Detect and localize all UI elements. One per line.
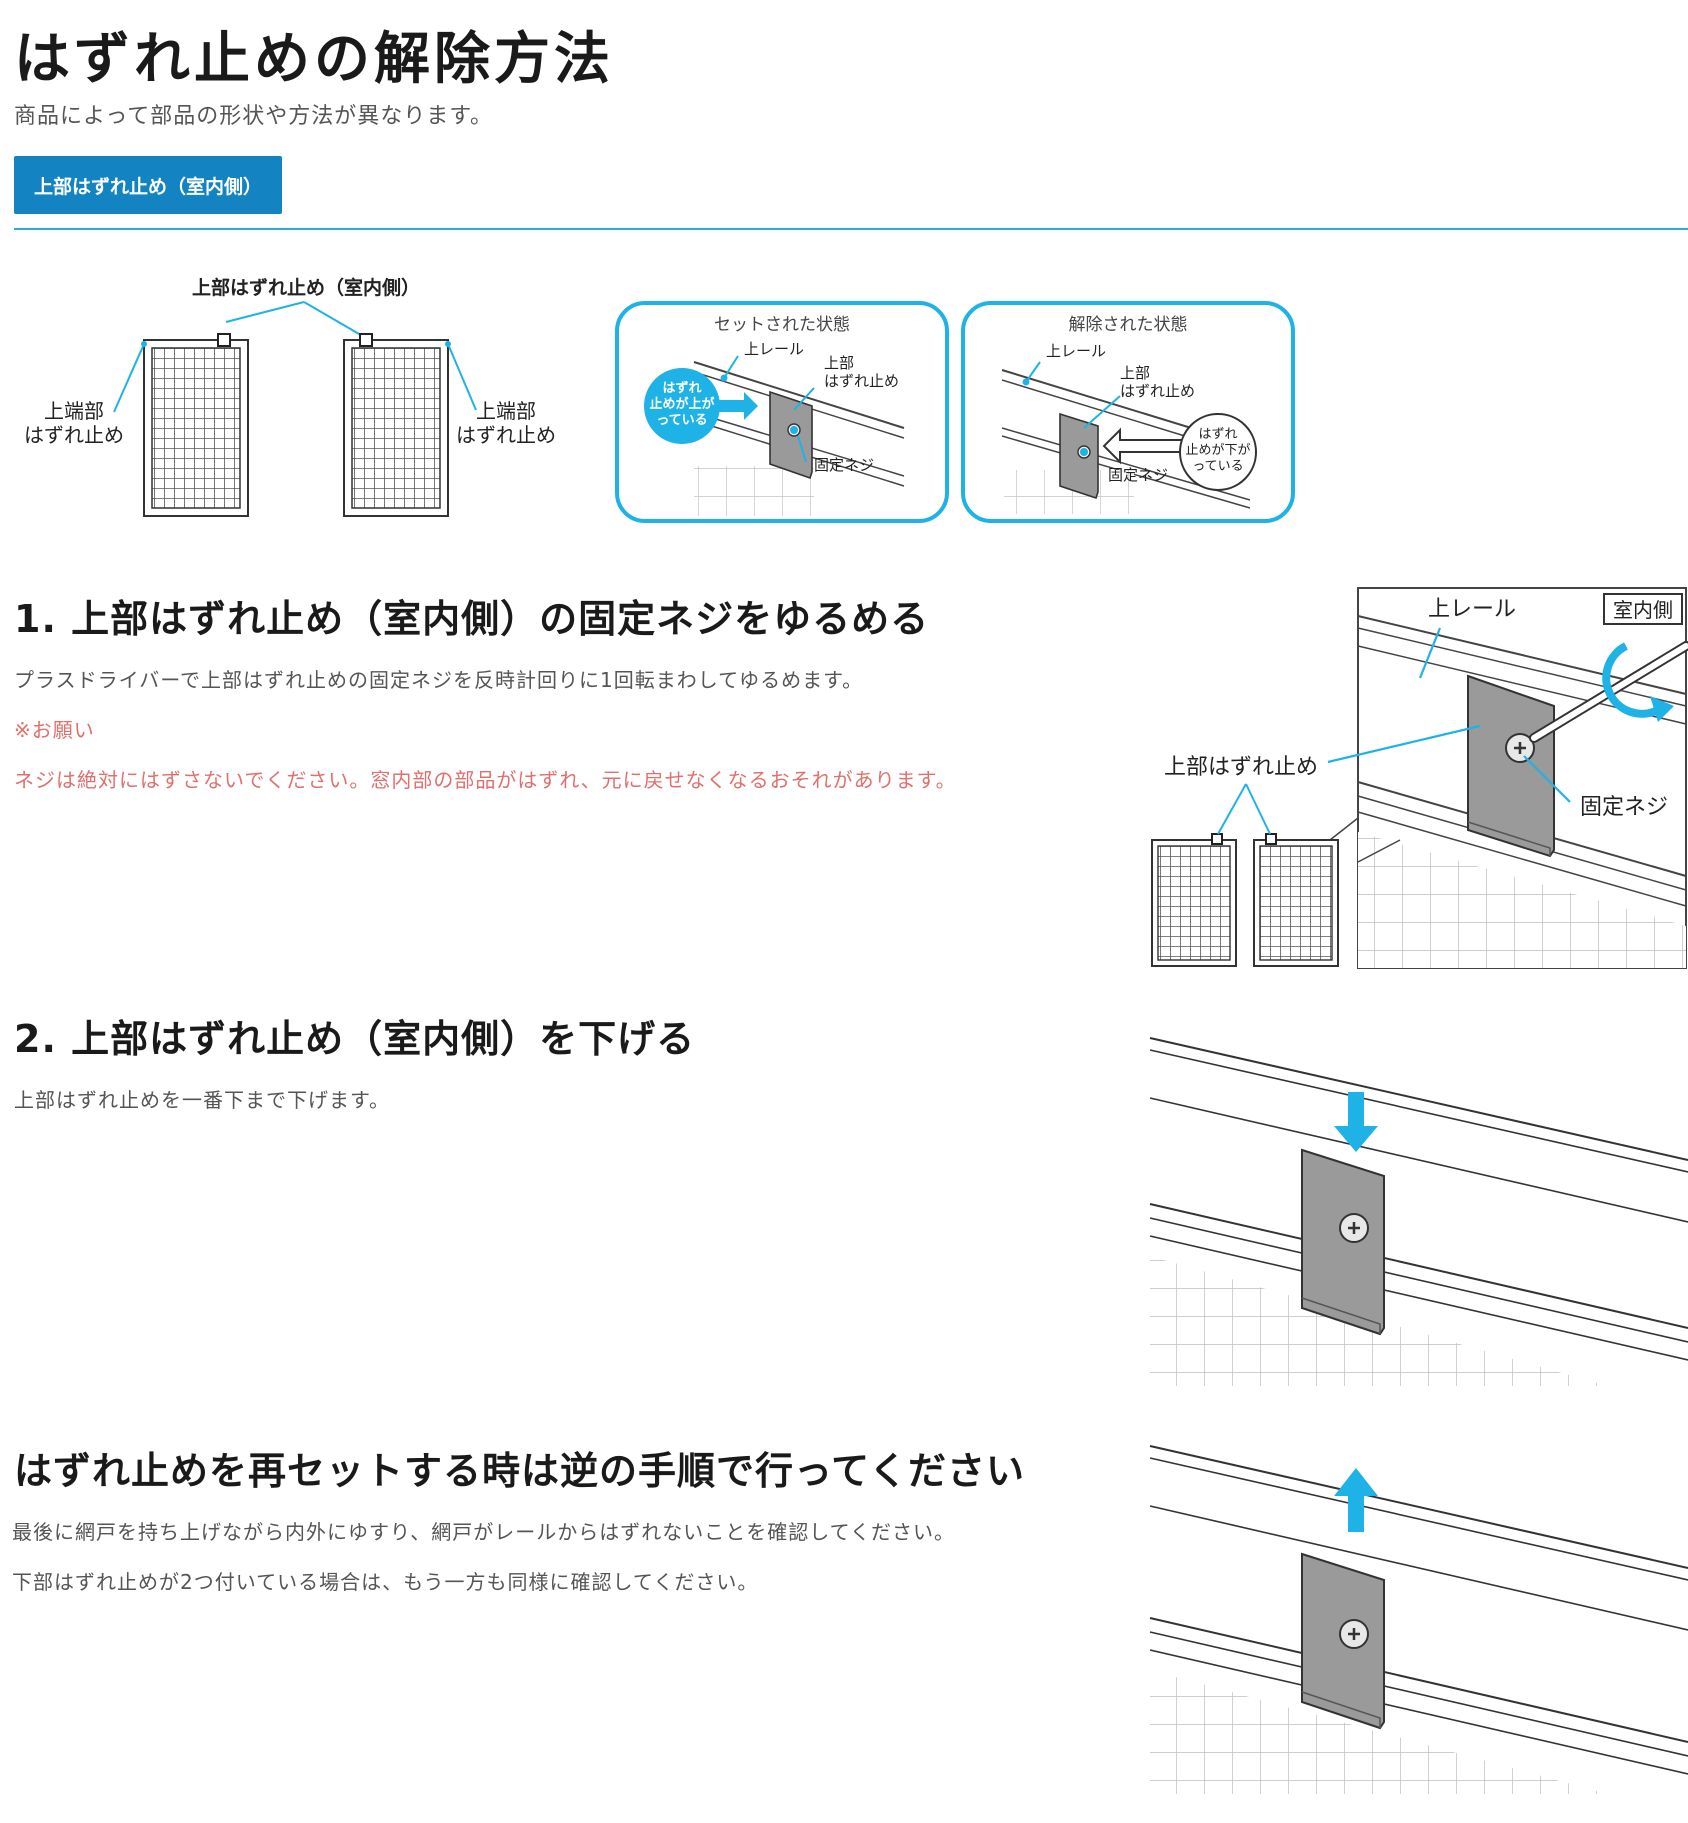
step-1-note-text: ネジは絶対にはずさないでください。窓内部の部品がはずれ、元に戻せなくなるおそれが… <box>14 768 957 792</box>
panel-set-bubble-line-2: 止めが上が <box>649 396 714 412</box>
arrow-down-icon <box>1334 1092 1378 1152</box>
reset-text-1: 最後に網戸を持ち上げながら内外にゆすり、網戸がレールからはずれないことを確認して… <box>12 1520 955 1544</box>
panel-released-rail-label: 上レール <box>1046 342 1106 360</box>
page-subtitle: 商品によって部品の形状や方法が異なります。 <box>14 104 494 129</box>
left-label-line-1: 上端部 <box>44 399 104 423</box>
panel-set-title: セットされた状態 <box>714 315 850 335</box>
panel-released-stopper-label-1: 上部 <box>1120 364 1150 382</box>
panel-set-rail-label: 上レール <box>744 340 804 358</box>
panel-set-stopper-label-1: 上部 <box>824 354 854 372</box>
step-1-text: プラスドライバーで上部はずれ止めの固定ネジを反時計回りに1回転まわしてゆるめます… <box>14 668 864 692</box>
tab-upper-stopper-indoor[interactable]: 上部はずれ止め（室内側） <box>14 156 282 214</box>
step-1-badge-indoor: 室内側 <box>1613 598 1673 622</box>
left-label-line-2: はずれ止め <box>24 423 124 447</box>
panel-released-title: 解除された状態 <box>1069 315 1188 335</box>
step-2-figure <box>1149 1037 1688 1386</box>
reset-text-2: 下部はずれ止めが2つ付いている場合は、もう一方も同様に確認してください。 <box>12 1570 759 1594</box>
panel-released-state: 解除された状態 上レール 上部 はずれ止め 固定ネジ はずれ 止めが下が ってい… <box>961 301 1295 523</box>
step-1-figure: 室内側 上レール 上部はずれ止め 固定ネジ <box>1151 587 1688 969</box>
reset-heading: はずれ止めを再セットする時は逆の手順で行ってください <box>14 1449 1025 1493</box>
panel-set-stopper-label-2: はずれ止め <box>824 372 899 390</box>
panel-released-screw-label: 固定ネジ <box>1108 466 1168 484</box>
panel-released-bubble-line-3: っている <box>1192 459 1243 474</box>
right-label-line-2: はずれ止め <box>456 423 556 447</box>
panel-released-bubble-line-2: 止めが下が <box>1185 443 1250 458</box>
step-2-text: 上部はずれ止めを一番下まで下げます。 <box>14 1088 390 1112</box>
panel-released-bubble-line-1: はずれ <box>1198 427 1237 442</box>
right-label-line-1: 上端部 <box>476 399 536 423</box>
page-title: はずれ止めの解除方法 <box>14 27 614 92</box>
section-divider <box>14 228 1688 230</box>
step-1-screw-label: 固定ネジ <box>1580 795 1668 820</box>
stopper-marker-left <box>217 333 231 347</box>
step-1-rail-label: 上レール <box>1428 597 1516 622</box>
panel-set-screw-label: 固定ネジ <box>814 456 874 474</box>
stopper-marker-right <box>359 333 373 347</box>
panel-set-bubble-line-3: っている <box>656 413 707 428</box>
step-2-heading: 2. 上部はずれ止め（室内側）を下げる <box>14 1017 696 1061</box>
panel-set-bubble-line-1: はずれ <box>662 380 701 396</box>
panel-set-state: セットされた状態 上レール 上部 はずれ止め 固定ネジ はずれ 止めが上が って… <box>615 301 949 523</box>
step-1-note-title: ※お願い <box>14 718 95 742</box>
overview-screens-figure: 上部はずれ止め（室内側） 上端部 はずれ止め 上端部 はずれ止め <box>24 276 556 517</box>
step-1-heading: 1. 上部はずれ止め（室内側）の固定ネジをゆるめる <box>14 597 930 641</box>
panel-released-stopper-label-2: はずれ止め <box>1120 382 1195 400</box>
overview-top-label: 上部はずれ止め（室内側） <box>192 276 420 299</box>
reset-figure <box>1149 1445 1688 1794</box>
arrow-up-icon <box>1334 1468 1378 1532</box>
step-1-stopper-label: 上部はずれ止め <box>1164 755 1318 780</box>
